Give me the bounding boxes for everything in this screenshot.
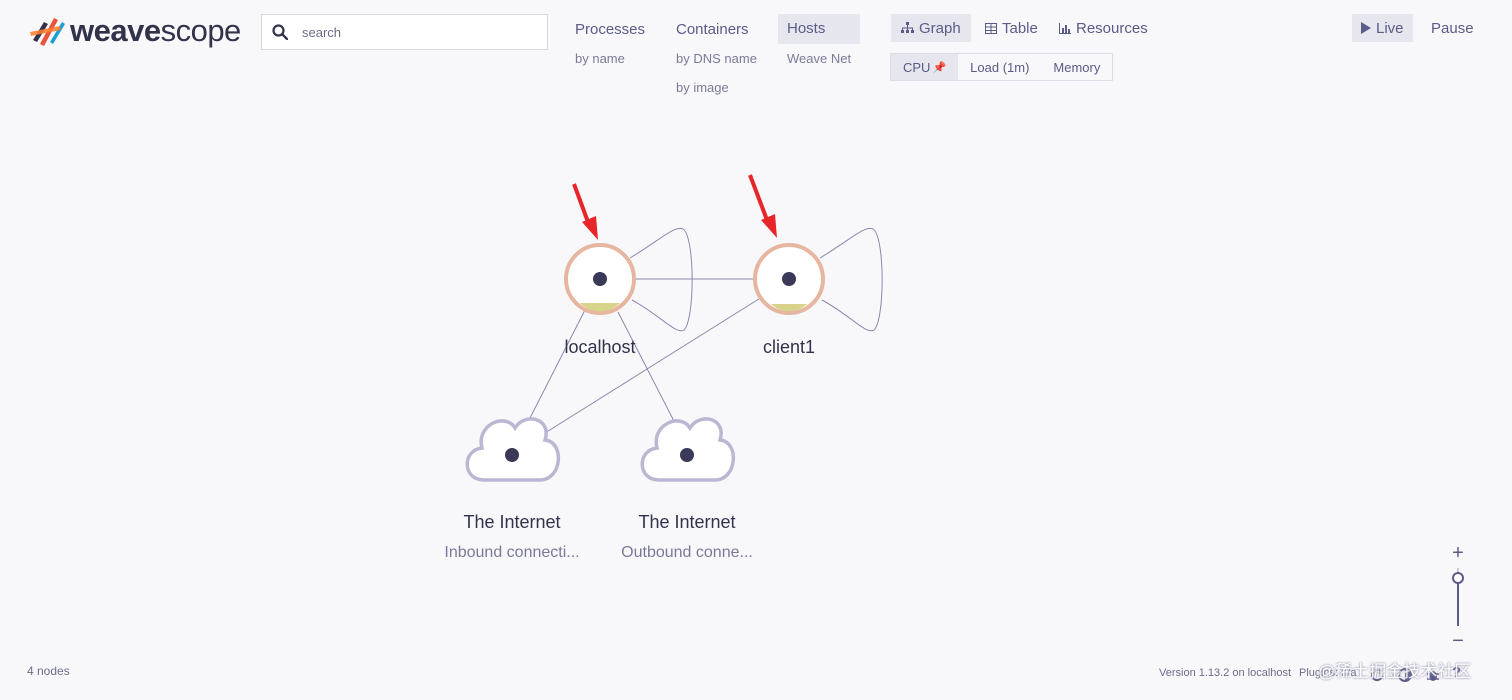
topology-containers-by-image[interactable]: by image xyxy=(676,80,729,95)
search-input[interactable] xyxy=(300,23,530,41)
mode-table[interactable]: Table xyxy=(975,14,1048,42)
topology-containers-by-dns[interactable]: by DNS name xyxy=(676,51,757,66)
zoom-slider-track[interactable] xyxy=(1457,568,1459,626)
zoom-out-button[interactable]: − xyxy=(1452,630,1464,652)
mode-resources[interactable]: Resources xyxy=(1049,14,1158,42)
node-internet-inbound[interactable] xyxy=(465,417,561,482)
mode-resources-label: Resources xyxy=(1076,19,1148,37)
play-icon xyxy=(1361,22,1371,34)
table-icon xyxy=(985,22,997,34)
node-client1-label: client1 xyxy=(762,337,816,357)
plugins-text: Plugins: n/a xyxy=(1299,667,1357,679)
edge-localhost-inbound xyxy=(529,309,586,419)
arrow-icon xyxy=(572,183,598,240)
mode-graph[interactable]: Graph xyxy=(891,14,971,42)
edge-client1-inbound xyxy=(544,296,763,434)
topology-processes-by-name[interactable]: by name xyxy=(575,51,625,66)
topology-hosts[interactable]: Hosts xyxy=(778,14,860,44)
zoom-in-button[interactable]: + xyxy=(1452,542,1464,564)
topology-hosts-weave-net[interactable]: Weave Net xyxy=(787,51,852,66)
metric-cpu-label: CPU xyxy=(903,59,931,75)
node-internet-outbound-label: The Internet xyxy=(638,512,736,532)
zoom-slider-fill xyxy=(1457,578,1459,626)
resources-icon xyxy=(1059,22,1071,34)
node-internet-outbound[interactable] xyxy=(640,417,736,482)
node-internet-inbound-sub: Inbound connecti... xyxy=(444,544,580,561)
zoom-slider-handle[interactable] xyxy=(1452,572,1464,585)
refresh-icon[interactable] xyxy=(1370,668,1384,682)
live-label: Live xyxy=(1376,19,1404,37)
contrast-icon[interactable] xyxy=(1398,668,1412,682)
weave-logo-icon xyxy=(30,18,65,46)
debug-icon[interactable] xyxy=(1426,668,1440,682)
node-client1[interactable] xyxy=(753,243,825,315)
edge-client1-self xyxy=(819,227,883,332)
edge-localhost-self xyxy=(629,227,693,332)
version-text: Version 1.13.2 on localhost xyxy=(1159,667,1292,679)
metric-selector: CPU 📌 Load (1m) Memory xyxy=(890,53,1114,81)
topology-containers[interactable]: Containers xyxy=(676,21,749,38)
watermark: @稀土掘金技术社区 xyxy=(1318,662,1472,681)
node-internet-inbound-label: The Internet xyxy=(463,512,561,532)
annotation-arrows xyxy=(572,174,777,240)
node-internet-outbound-sub: Outbound conne... xyxy=(621,544,753,561)
node-count: 4 nodes xyxy=(27,664,70,678)
node-localhost[interactable] xyxy=(564,243,636,315)
topology-processes[interactable]: Processes xyxy=(575,21,646,38)
mode-table-label: Table xyxy=(1002,19,1038,37)
cpu-gauge xyxy=(580,303,620,312)
search-box[interactable] xyxy=(261,14,548,50)
search-icon xyxy=(272,24,288,40)
graph-edges xyxy=(529,227,883,434)
help-icon[interactable]: ? xyxy=(1452,664,1462,681)
metric-cpu[interactable]: CPU 📌 xyxy=(891,54,959,80)
weavescope-logo[interactable]: weavescope xyxy=(30,10,245,50)
live-button[interactable]: Live xyxy=(1352,14,1413,42)
pause-button[interactable]: Pause xyxy=(1431,19,1474,37)
pin-icon: 📌 xyxy=(932,61,947,74)
metric-memory[interactable]: Memory xyxy=(1053,59,1101,75)
cpu-gauge xyxy=(771,304,807,312)
logo-wordmark: weavescope xyxy=(70,12,241,48)
mode-graph-label: Graph xyxy=(919,19,961,37)
arrow-icon xyxy=(748,174,777,238)
node-localhost-label: localhost xyxy=(564,337,636,357)
graph-icon xyxy=(901,22,914,33)
metric-load[interactable]: Load (1m) xyxy=(970,59,1030,75)
